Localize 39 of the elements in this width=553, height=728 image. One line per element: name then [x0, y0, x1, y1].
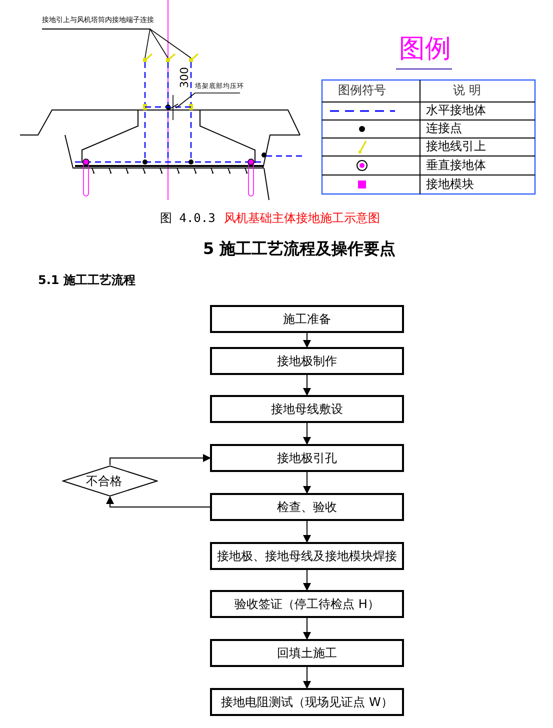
- process-box: 接地母线敷设: [210, 395, 404, 423]
- process-box: 施工准备: [210, 305, 404, 333]
- arrow: [303, 472, 311, 494]
- process-box: 接地极、接地母线及接地模块焊接: [210, 542, 404, 570]
- arrow: [303, 618, 311, 640]
- arrow: [303, 374, 311, 396]
- arrow: [303, 570, 311, 591]
- decision-diamond: 不合格: [62, 465, 158, 497]
- table-header: 图例符号: [338, 84, 386, 98]
- arrow: [303, 332, 311, 348]
- process-box: 回填土施工: [210, 639, 404, 667]
- process-box: 接地极制作: [210, 347, 404, 375]
- figure-caption: 风机基础主体接地施工示意图: [224, 212, 380, 226]
- legend-text: 水平接地体: [426, 104, 486, 118]
- arrow: [110, 454, 211, 466]
- tick-mark: [143, 53, 152, 62]
- legend-text: 连接点: [426, 122, 462, 136]
- legend-text: 接地模块: [426, 178, 474, 191]
- legend-text: 垂直接地体: [426, 158, 486, 172]
- legend-text: 接地线引上: [426, 140, 486, 154]
- process-box: 接地电阻测试（现场见证点 W）: [210, 688, 404, 716]
- tick-mark: [189, 53, 198, 62]
- arrow: [303, 520, 311, 543]
- figure-number: 图 4.0.3: [160, 212, 216, 226]
- section-subheading: 5.1 施工工艺流程: [38, 274, 136, 288]
- tick-mark: [166, 53, 176, 62]
- process-box: 验收签证（停工待检点 H）: [210, 590, 404, 618]
- process-box: 接地极引孔: [210, 444, 404, 472]
- leader-line: [42, 28, 192, 58]
- section-heading: 5 施工工艺流程及操作要点: [203, 240, 396, 258]
- arrow: [106, 496, 210, 508]
- legend-title: 图例: [399, 35, 451, 64]
- leader-line: [176, 92, 240, 108]
- table-header: 说 明: [453, 84, 481, 98]
- process-box: 检查、验收: [210, 493, 404, 521]
- arrow: [303, 666, 311, 689]
- arrow: [303, 422, 311, 445]
- dimension-label: 300: [179, 67, 192, 88]
- ring-line: [145, 106, 191, 108]
